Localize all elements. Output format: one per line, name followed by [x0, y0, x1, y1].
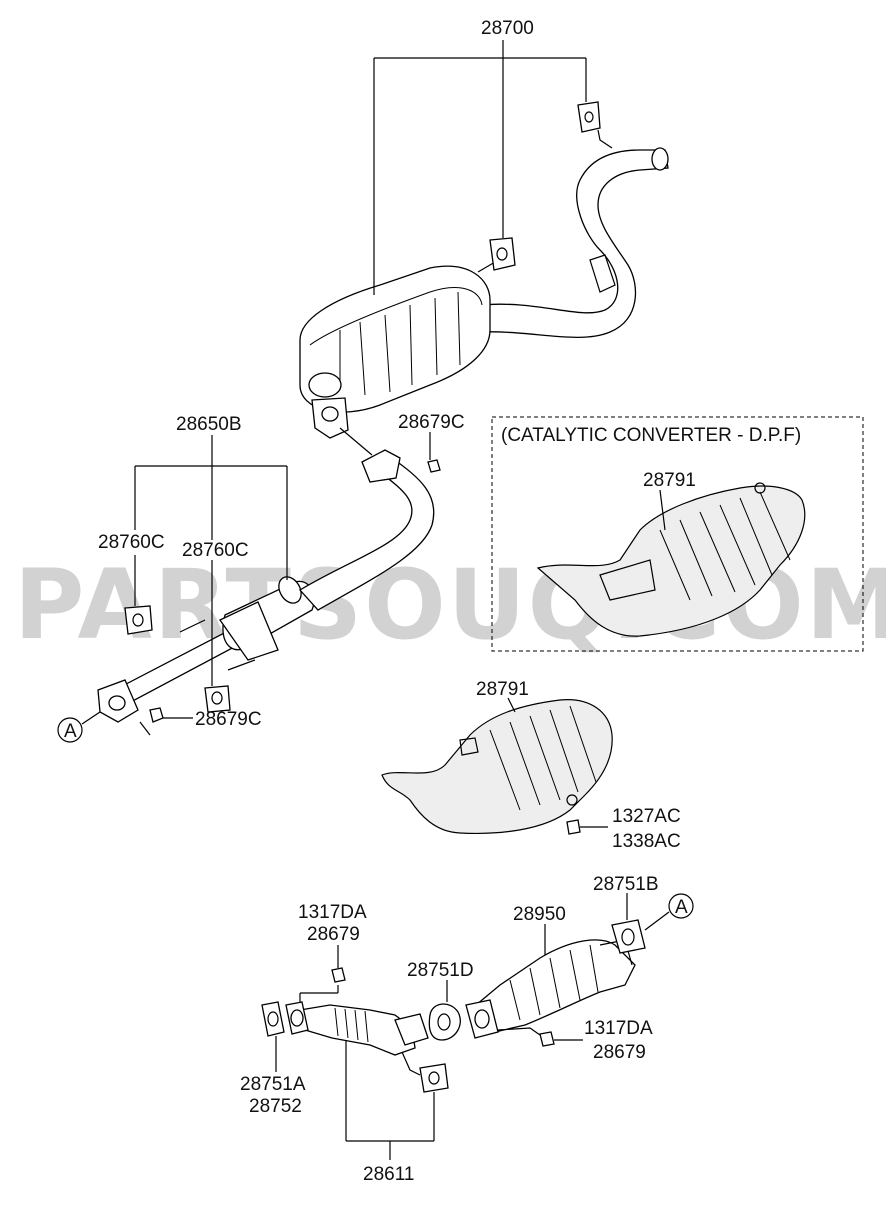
rubber-hanger-middle-hole: [496, 247, 508, 261]
front-pipe-outlet-flange: [394, 1013, 429, 1046]
heat-shield-hole: [566, 794, 578, 806]
leader-28650b: [134, 435, 288, 686]
tail-hanger-rod: [597, 129, 613, 149]
rubber-hanger-top-hole: [584, 111, 594, 123]
rear-muffler-assembly[interactable]: [299, 101, 669, 439]
catalytic-converter-inlet-opening: [474, 1009, 490, 1029]
label-28700: 28700: [481, 18, 534, 39]
nut-1327ac[interactable]: [566, 819, 581, 835]
label-28950: 28950: [513, 904, 566, 925]
rubber-hanger-28760c-right[interactable]: [204, 685, 231, 713]
heat-shield-dpf-body: [536, 485, 806, 637]
label-28679c-mid: 28679C: [195, 709, 262, 730]
dpf-box-title: (CATALYTIC CONVERTER - D.P.F): [501, 425, 801, 446]
svg-text:A: A: [675, 897, 688, 918]
rubber-hanger-front-pipe-hole: [428, 1071, 440, 1085]
label-28679-left: 28679: [307, 924, 360, 945]
rubber-hanger-front-pipe[interactable]: [419, 1063, 449, 1093]
heat-shield-body: [381, 699, 613, 834]
nut-28679-right[interactable]: [539, 1031, 555, 1047]
catalytic-converter-body: [469, 939, 636, 1033]
gasket-28751b[interactable]: [611, 919, 646, 954]
front-pipe-inlet-opening: [290, 1009, 304, 1027]
gasket-28751d-hole: [437, 1013, 451, 1031]
rubber-hanger-28760c-left[interactable]: [124, 605, 153, 635]
nut-28679-left[interactable]: [331, 967, 346, 983]
muffler-ribs: [339, 291, 461, 396]
label-28751b: 28751B: [593, 874, 659, 895]
catalytic-converter-ribs: [509, 944, 599, 1021]
label-28751a: 28751A: [240, 1074, 306, 1095]
center-pipe-front-opening: [108, 695, 126, 711]
label-28650b: 28650B: [176, 414, 242, 435]
leader-1317da-left: [299, 945, 339, 1003]
svg-text:A: A: [64, 721, 77, 742]
heat-shield-dpf-bracket: [599, 559, 656, 601]
center-pipe-rear-flange: [361, 449, 401, 483]
label-28679c-top: 28679C: [398, 412, 465, 433]
leader-28700: [373, 40, 587, 295]
muffler-inlet: [308, 372, 342, 398]
tail-pipe-bracket: [589, 254, 616, 293]
front-pipe-hanger-rod: [401, 1051, 421, 1076]
label-1317da-right: 1317DA: [584, 1018, 653, 1039]
dpf-box: [491, 416, 864, 652]
center-pipe-assembly[interactable]: [97, 449, 435, 736]
callout-a-right: A: [644, 893, 694, 931]
heat-shield-dpf-hole: [754, 482, 766, 494]
label-28760c-left: 28760C: [98, 532, 165, 553]
label-28791: 28791: [476, 679, 529, 700]
heat-shield-ribs: [489, 705, 597, 811]
label-28791-dpf: 28791: [643, 470, 696, 491]
callout-a-left: A: [57, 711, 101, 743]
center-pipe-hanger-rods: [179, 619, 256, 671]
gasket-28751a-hole: [267, 1011, 279, 1027]
resonator-band: [278, 576, 302, 604]
gasket-28751b-hole: [621, 928, 635, 946]
rubber-hanger-top[interactable]: [577, 101, 601, 133]
label-28679-right: 28679: [593, 1042, 646, 1063]
nut-28679c-rear[interactable]: [427, 459, 441, 473]
label-1327ac: 1327AC: [612, 806, 681, 827]
muffler-flange-hole: [321, 406, 339, 422]
leader-28791-dpf: [659, 489, 666, 531]
gasket-28751d[interactable]: [428, 1003, 461, 1041]
gasket-28751a[interactable]: [261, 1001, 285, 1037]
muffler-seam: [309, 287, 483, 346]
front-stud: [139, 721, 151, 736]
nut-28679c-center[interactable]: [149, 707, 164, 723]
catalytic-converter-stud: [497, 1027, 541, 1036]
center-pipe-shield-plate: [219, 601, 279, 661]
heat-shield-dpf[interactable]: [536, 482, 806, 637]
rubber-hanger-middle[interactable]: [489, 237, 516, 271]
tail-pipe-outlet: [651, 147, 669, 171]
muffler-hanger-rod: [477, 261, 496, 273]
heat-shield-tab: [459, 737, 479, 756]
label-1338ac: 1338AC: [612, 831, 681, 852]
rubber-hanger-28760c-right-hole: [211, 691, 223, 705]
heat-shield[interactable]: [381, 699, 613, 834]
catalytic-converter[interactable]: [465, 939, 636, 1039]
label-28751d: 28751D: [407, 960, 474, 981]
leader-muffler-flange: [339, 427, 373, 456]
leader-28791: [507, 697, 516, 713]
front-pipe-bellows: [334, 1007, 369, 1043]
rubber-hanger-28760c-left-hole: [132, 613, 144, 627]
label-1317da-left: 1317DA: [298, 902, 367, 923]
heat-shield-dpf-ribs: [659, 491, 791, 601]
label-28760c-right: 28760C: [182, 540, 249, 561]
label-28752: 28752: [249, 1096, 302, 1117]
leader-28611: [345, 1040, 435, 1160]
label-28611: 28611: [363, 1164, 414, 1185]
front-pipe[interactable]: [285, 1001, 429, 1076]
